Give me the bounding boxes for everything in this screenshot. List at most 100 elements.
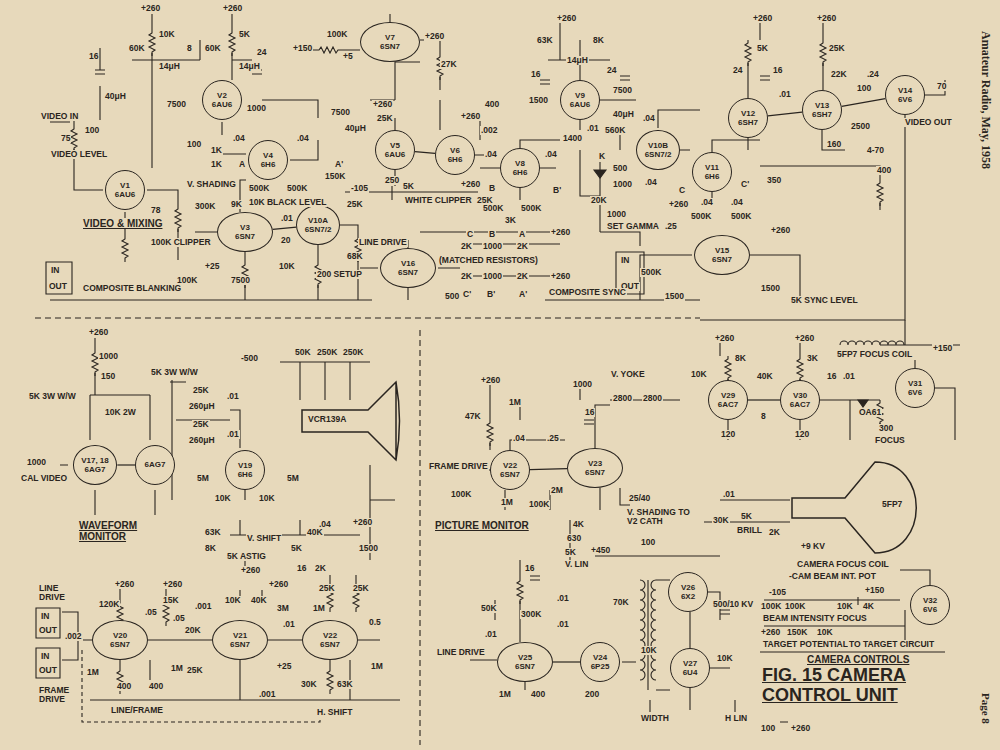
component-value: 150K (786, 628, 808, 637)
component-value: 1M (170, 664, 184, 673)
cathode-ray-tube: 5FP7 (790, 460, 925, 555)
tube-label: V21 (233, 631, 247, 640)
component-value: .04 (644, 178, 658, 187)
component-value: A' (518, 290, 528, 299)
component-value: 10K (224, 596, 242, 605)
tube-label: V5 (390, 141, 400, 150)
tube-label: V30 (793, 391, 807, 400)
tube-label: V10B (648, 141, 668, 150)
component-value: .25 (546, 434, 560, 443)
component-value: 8K (204, 544, 217, 553)
component-value: 7500 (230, 276, 251, 285)
component-value: .04 (642, 114, 656, 123)
component-value: FOCUS (874, 436, 906, 445)
component-value: 16 (524, 564, 535, 573)
tube-label: V25 (518, 653, 532, 662)
component-value: 5K (564, 548, 577, 557)
component-value: +260 (770, 226, 791, 235)
vacuum-tube: V306AC7 (780, 380, 820, 420)
tube-label: V9 (575, 91, 585, 100)
wire-connector (768, 112, 802, 116)
component-value: 1M (370, 662, 384, 671)
vacuum-tube: V226SN7 (490, 450, 530, 490)
component-value: 25K (192, 420, 210, 429)
component-value: 14μH (238, 62, 261, 71)
vacuum-tube: V56AU6 (375, 130, 415, 170)
tube-label: 6SN7 (110, 640, 130, 649)
component-value: +260 (460, 112, 481, 121)
component-value: 5K SYNC LEVEL (790, 296, 859, 305)
vacuum-tube: V126SH7 (728, 98, 768, 138)
component-value: 40μH (612, 110, 635, 119)
vacuum-tube: V246P25 (580, 642, 620, 682)
tube-label: V22 (503, 461, 517, 470)
component-value: A' (334, 160, 344, 169)
tube-label: 6SN7 (320, 640, 340, 649)
tube-label: 6H6 (448, 155, 463, 164)
component-value: 40K (306, 528, 324, 537)
tube-label: 6V6 (923, 605, 937, 614)
component-value: 25K (828, 44, 846, 53)
vacuum-tube: V76SN7 (360, 22, 420, 62)
component-value: 100 (186, 140, 202, 149)
component-value: .002 (64, 632, 83, 641)
component-value: +260 (222, 4, 243, 13)
component-value: B' (552, 186, 562, 195)
component-value: 1500 (528, 96, 549, 105)
component-value: +260 (760, 628, 781, 637)
vacuum-tube: V276U4 (670, 648, 710, 688)
component-value: 1000 (606, 210, 627, 219)
component-value: .04 (544, 150, 558, 159)
component-value: 10K (716, 654, 734, 663)
tube-envelope (792, 462, 916, 553)
component-value: 2K (460, 272, 473, 281)
component-value: 1000 (572, 380, 593, 389)
tube-label: V19 (238, 461, 252, 470)
component-value: 300 (878, 424, 894, 433)
component-value: 100 (640, 538, 656, 547)
wire-connector (530, 468, 567, 470)
component-value: 63K (536, 36, 554, 45)
tube-label: 6X2 (681, 592, 695, 601)
component-value: 10K (278, 262, 296, 271)
wire-connector (117, 464, 135, 465)
tube-label: V32 (923, 596, 937, 605)
component-value: 500K (482, 204, 504, 213)
component-value: 8K (592, 36, 605, 45)
component-value: +260 (668, 200, 689, 209)
diode-symbol (594, 170, 868, 407)
tube-label: 6SN7 (235, 232, 255, 241)
component-value: 25K (352, 584, 370, 593)
vacuum-tube: V46H6 (248, 140, 288, 180)
tube-label: 5FP7 (882, 500, 902, 509)
tube-label: 6AU6 (385, 150, 405, 159)
wire-connector (268, 639, 302, 640)
component-value: -105 (768, 588, 787, 597)
component-value: 100K (326, 30, 348, 39)
figure-title: FIG. 15 CAMERA CONTROL UNIT (762, 666, 940, 706)
component-value: +260 (550, 272, 571, 281)
component-value: +25 (204, 262, 220, 271)
component-value: 100 (856, 84, 872, 93)
component-value: 16 (530, 70, 541, 79)
component-value: +260 (424, 32, 445, 41)
line-frame-switch (82, 650, 320, 722)
component-value: 5K (238, 30, 251, 39)
gamma-wiring (480, 22, 700, 246)
component-value: 5K (756, 44, 769, 53)
video-mixing-wiring (50, 14, 372, 300)
component-value: 20K (184, 626, 202, 635)
component-value: 1M (86, 668, 100, 677)
component-value: 160 (826, 140, 842, 149)
component-value: +260 (460, 180, 481, 189)
component-value: +260 (372, 100, 393, 109)
component-value: 7500 (166, 100, 187, 109)
tube-outline (790, 460, 925, 555)
tube-label: 6H6 (238, 470, 253, 479)
clipper-wiring (300, 14, 560, 300)
component-value: 400 (148, 682, 164, 691)
component-value: 500K (730, 212, 752, 221)
component-value: 1000 (26, 458, 47, 467)
component-value: .001 (258, 690, 277, 699)
